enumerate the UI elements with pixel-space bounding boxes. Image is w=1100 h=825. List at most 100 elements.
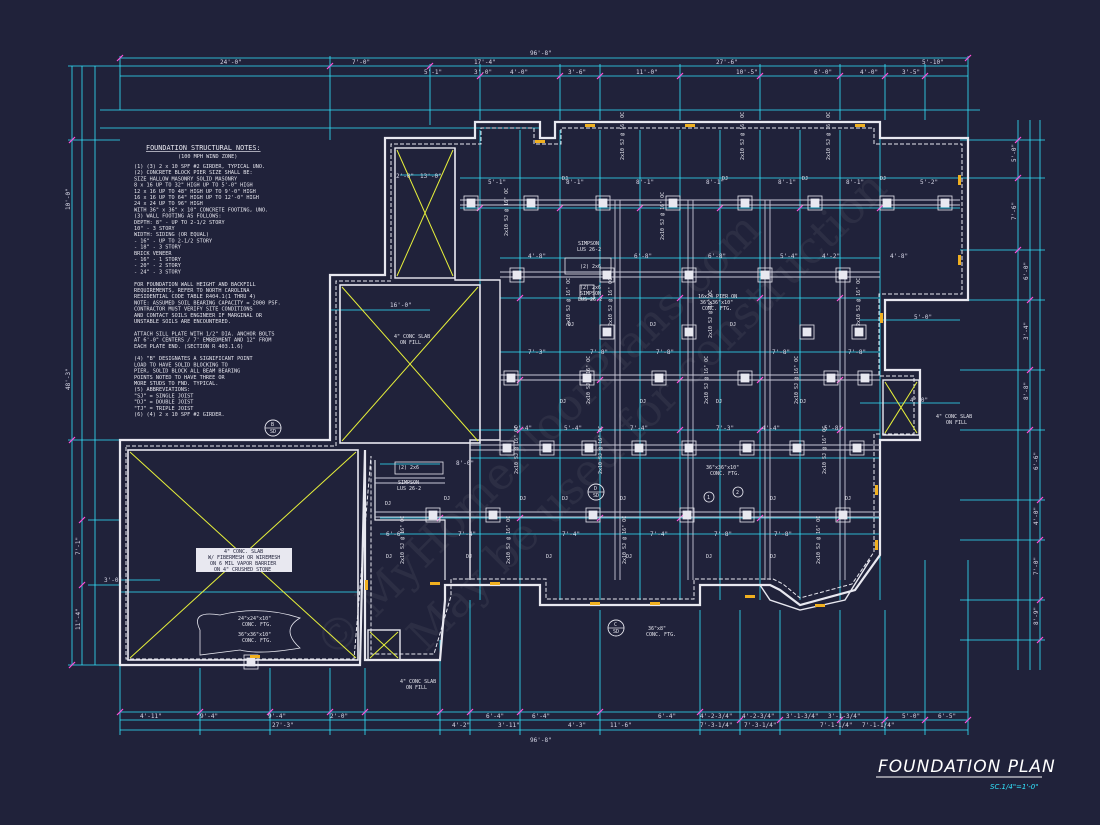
- dj-label: DJ: [520, 496, 526, 502]
- dim-bottom-a: 3'-1-3/4": [786, 713, 819, 720]
- note-line: FOR FOUNDATION WALL HEIGHT AND BACKFILL: [134, 282, 256, 288]
- dj-label: DJ: [560, 399, 566, 405]
- dim-right: 8'-8": [1023, 382, 1030, 400]
- dim-bay-1: 8'-1": [846, 179, 864, 186]
- dim-left: 48'-3": [65, 368, 72, 390]
- dj-label: DJ: [802, 176, 808, 182]
- dim-bottom-a: 4'-11": [140, 713, 162, 720]
- dim-bay-2: 4'-8": [528, 253, 546, 260]
- note-line: - 20" - 2 STORY: [134, 263, 182, 269]
- pier-note-3: CONC. FTG.: [702, 306, 732, 312]
- section-markers: B SD D SD C SD 1 2: [264, 419, 744, 637]
- notes-heading: FOUNDATION STRUCTURAL NOTES:: [146, 144, 261, 152]
- note-line: - 16" - 1 STORY: [134, 257, 182, 263]
- dim-top-b: 3'-0": [474, 69, 492, 76]
- callout-marker-2: [732, 486, 744, 498]
- joist-label: 2x10 SJ @ 16" OC: [620, 112, 626, 160]
- dim-bottom-a: 9'-4": [268, 713, 286, 720]
- callout-marker-1: [703, 491, 715, 503]
- slab-right-label: 4" CONC SLAB: [936, 414, 972, 420]
- overall-top-dim: 96'-8": [530, 50, 552, 57]
- pier-note-2: 36"x36"x10": [700, 300, 733, 306]
- note-line: (6) (4) 2 x 10 SPF #2 GIRDER.: [134, 412, 225, 418]
- watermark-line-2: May be used for construction: [397, 162, 897, 662]
- dim-bay-5: 7'-4": [562, 531, 580, 538]
- section-d-sheet: SD: [593, 493, 599, 499]
- dj-label: DJ: [640, 399, 646, 405]
- dim-misc: 16'-0": [390, 302, 412, 309]
- note-line: AT 6'-0" CENTERS / 7' EMBEDMENT AND 12" …: [134, 338, 271, 344]
- dim-top-a: 17'-4": [474, 59, 496, 66]
- note-line: (4) "B" DESIGNATES A SIGNIFICANT POINT: [134, 356, 253, 362]
- note-line: LOAD TO HAVE SOLID BLOCKING TO: [134, 362, 228, 368]
- dim-bottom-b: 7'-1-1/4": [862, 722, 895, 729]
- note-line: ATTACH SILL PLATE WITH 1/2" DIA. ANCHOR …: [134, 331, 275, 337]
- dj-label: DJ: [626, 554, 632, 560]
- dim-bay-2: 6'-8": [634, 253, 652, 260]
- note-line: WITH 36" x 36" x 10" CONCRETE FOOTING, U…: [134, 207, 268, 213]
- pier-bottom-note-2: CONC. FTG.: [646, 632, 676, 638]
- dj-label: DJ: [444, 496, 450, 502]
- note-line: (3) WALL FOOTING AS FOLLOWS:: [134, 214, 221, 220]
- section-b-letter: B: [271, 422, 274, 428]
- dim-bottom-b: 7'-3-1/4": [744, 722, 777, 729]
- simpson-label-3: (2) 2x6: [580, 264, 601, 270]
- slab-diagonals: [129, 149, 918, 659]
- dj-label: DJ: [562, 496, 568, 502]
- dim-bay-4: 7'-4": [630, 425, 648, 432]
- dj-label: DJ: [706, 554, 712, 560]
- note-line: "DJ" = DOUBLE JOIST: [134, 400, 193, 406]
- note-line: - 18" - 3 STORY: [134, 245, 182, 251]
- bay-dims: 5'-1"8'-1"8'-1"8'-1"8'-1"8'-1"5'-2"4'-8"…: [104, 173, 938, 584]
- garage-note-3: ON 6 MIL VAPOR BARRIER: [210, 561, 277, 567]
- joist-labels: 2x10 SJ @ 16" OC 2x10 SJ @ 16" OC 2x10 SJ …: [400, 112, 862, 564]
- dim-bay-1: 5'-2": [920, 179, 938, 186]
- joist-label: 2x10 SJ @ 16" OC: [704, 356, 710, 404]
- dim-top-b: 4'-0": [510, 69, 528, 76]
- callout-2-label: 2: [736, 490, 739, 496]
- simpson-label-7: (2) 2x6: [398, 465, 419, 471]
- pier-note-1: 16x24 PIER ON: [698, 294, 737, 300]
- notes-subheading: (100 MPH WIND ZONE): [178, 154, 237, 160]
- dim-bottom-b: 3'-11": [498, 722, 520, 729]
- note-line: 24 x 24 UP TO 96" HIGH: [134, 201, 203, 207]
- foundation-walls: [118, 120, 970, 667]
- dim-misc: 8'-0": [456, 460, 474, 467]
- dj-label: DJ: [650, 322, 656, 328]
- note-line: (1) (3) 2 x 10 SPF #2 GIRDER, TYPICAL UN…: [134, 164, 265, 170]
- callout-1-label: 1: [707, 495, 710, 501]
- sheet-title: FOUNDATION PLAN: [878, 757, 1056, 777]
- joist-label: 2x10 SJ @ 16" OC: [816, 516, 822, 564]
- slab-porch-label-2: ON FILL: [400, 340, 421, 346]
- garage-note-4: ON 4" CRUSHED STONE: [214, 567, 271, 573]
- joist-label: 2x10 SJ @ 16" OC: [660, 192, 666, 240]
- simpson-label-6: LUS 26-2: [578, 297, 602, 303]
- dim-left: 11'-4": [75, 608, 82, 630]
- note-line: - 24" - 3 STORY: [134, 269, 182, 275]
- dim-top-b: 11'-0": [636, 69, 658, 76]
- overall-bottom-dim: 96'-8": [530, 737, 552, 744]
- dj-label: DJ: [466, 554, 472, 560]
- dim-bay-2: 4'-2": [822, 253, 840, 260]
- dim-bay-2: 4'-8": [890, 253, 908, 260]
- dim-top-a: 24'-0": [220, 59, 242, 66]
- dim-bay-1: 8'-1": [706, 179, 724, 186]
- dj-label: DJ: [385, 501, 391, 507]
- note-line: 16 x 16 UP TO 64" HIGH UP TO 12'-0" HIGH: [134, 195, 259, 201]
- dim-bay-3: 7'-8": [772, 349, 790, 356]
- dim-top-b: 6'-0": [814, 69, 832, 76]
- joist-label: 2x10 SJ @ 16" OC: [506, 516, 512, 564]
- dj-label: DJ: [716, 399, 722, 405]
- dim-right: 7'-6": [1011, 202, 1018, 220]
- title-block: FOUNDATION PLAN SC.1/4"=1'-0": [876, 757, 1056, 791]
- dim-bay-5: 7'-4": [458, 531, 476, 538]
- dim-bay-3: 7'-8": [848, 349, 866, 356]
- simpson-label-2: LUS 26-2: [577, 247, 601, 253]
- dj-label: DJ: [546, 554, 552, 560]
- note-line: REQUIREMENTS, REFER TO NORTH CAROLINA: [134, 288, 250, 294]
- top-dims-row-b: 5'-1"3'-0"4'-0"3'-6"11'-0"10'-5"6'-0"4'-…: [424, 69, 920, 76]
- joist-label: 2x10 SJ @ 16" OC: [586, 356, 592, 404]
- garage-footing-3: 36"x36"x10": [238, 632, 271, 638]
- dj-label: DJ: [722, 176, 728, 182]
